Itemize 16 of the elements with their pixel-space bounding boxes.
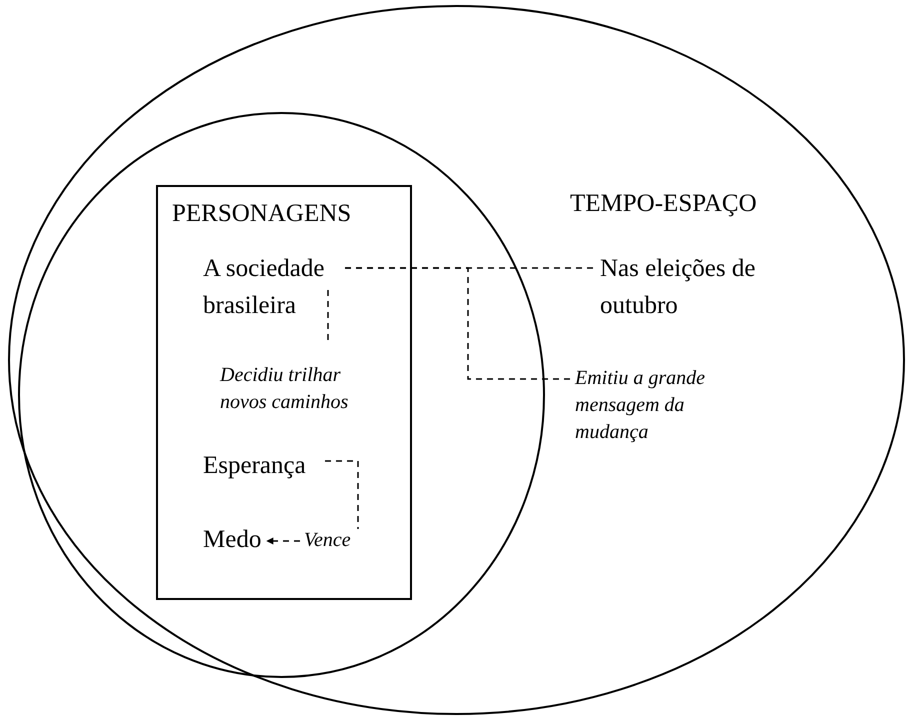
feeling-label: Medo (203, 521, 263, 558)
action-label: Decidiu trilhar novos caminhos (220, 362, 370, 416)
dashed-connector (327, 290, 329, 340)
dashed-connector (345, 267, 571, 380)
feeling-label: Esperança (203, 447, 321, 484)
dashed-arrow (266, 538, 300, 544)
characters-box (156, 185, 412, 600)
action-label: Emitiu a grande mensagem da mudança (575, 365, 715, 446)
box-title: PERSONAGENS (172, 199, 352, 229)
region-title: TEMPO-ESPAÇO (570, 189, 758, 219)
action-label: Vence (304, 527, 368, 554)
time-label: Nas eleições de outubro (600, 250, 785, 324)
ellipse-region (8, 5, 905, 715)
character-label: A sociedade brasileira (203, 250, 343, 324)
dashed-connector (325, 460, 359, 529)
circle-region (18, 112, 545, 678)
